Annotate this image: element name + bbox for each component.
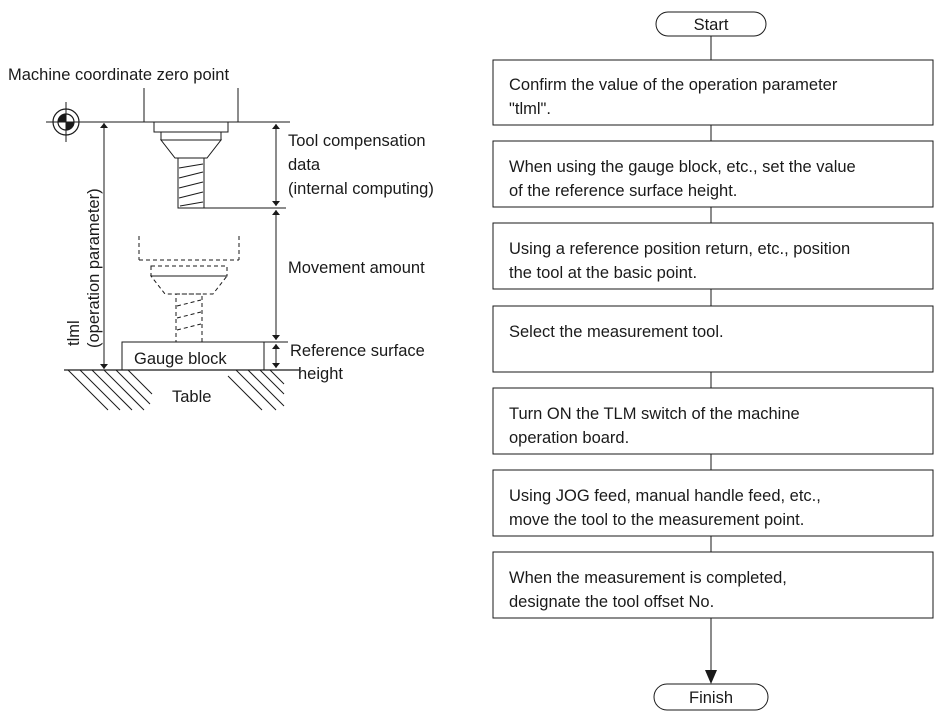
tool-solid [153, 121, 229, 209]
arrow-down-icon [705, 670, 717, 684]
movement-label: Movement amount [288, 259, 425, 277]
flow-step-7: When the measurement is completed, desig… [492, 551, 934, 619]
operation-parameter-label: (operation parameter) [85, 188, 103, 348]
flow-step-6: Using JOG feed, manual handle feed, etc.… [492, 469, 934, 537]
step-5-line-2: operation board. [509, 429, 629, 447]
flow-step-3: Using a reference position return, etc.,… [492, 222, 934, 290]
start-label: Start [694, 16, 729, 34]
machine-zero-symbol-icon [46, 102, 86, 142]
table-label: Table [172, 388, 211, 406]
step-1-line-2: "tlml". [509, 100, 551, 118]
gauge-block-label: Gauge block [134, 350, 227, 368]
machine-zero-label: Machine coordinate zero point [8, 66, 229, 84]
start-terminal: Start [655, 11, 767, 37]
step-5-line-1: Turn ON the TLM switch of the machine [509, 405, 800, 423]
tlml-label: tlml [65, 320, 83, 346]
machine-diagram: Machine coordinate zero point tlml (oper… [8, 66, 434, 411]
reference-line-1: Reference surface [290, 342, 425, 360]
flowchart: Start Confirm the value of the operation… [492, 11, 934, 711]
step-1-line-1: Confirm the value of the operation param… [509, 76, 838, 94]
step-7-line-2: designate the tool offset No. [509, 593, 714, 611]
reference-line-2: height [298, 365, 343, 383]
step-6-line-2: move the tool to the measurement point. [509, 511, 804, 529]
finish-label: Finish [689, 689, 733, 707]
tool-comp-line-3: (internal computing) [288, 180, 434, 198]
gauge-block [121, 341, 265, 371]
step-4-line-1: Select the measurement tool. [509, 323, 724, 341]
step-3-line-1: Using a reference position return, etc.,… [509, 240, 850, 258]
finish-terminal: Finish [653, 683, 769, 711]
step-7-line-1: When the measurement is completed, [509, 569, 787, 587]
step-2-line-1: When using the gauge block, etc., set th… [509, 158, 856, 176]
step-3-line-2: the tool at the basic point. [509, 264, 697, 282]
flow-step-5: Turn ON the TLM switch of the machine op… [492, 387, 934, 455]
flow-step-2: When using the gauge block, etc., set th… [492, 140, 934, 208]
flow-step-4: Select the measurement tool. [492, 305, 934, 373]
step-6-line-1: Using JOG feed, manual handle feed, etc.… [509, 487, 821, 505]
tool-comp-line-2: data [288, 156, 321, 174]
step-2-line-2: of the reference surface height. [509, 182, 737, 200]
tool-comp-line-1: Tool compensation [288, 132, 426, 150]
table-hatch [67, 369, 285, 411]
flow-step-1: Confirm the value of the operation param… [492, 59, 934, 126]
tool-dashed [138, 236, 240, 343]
